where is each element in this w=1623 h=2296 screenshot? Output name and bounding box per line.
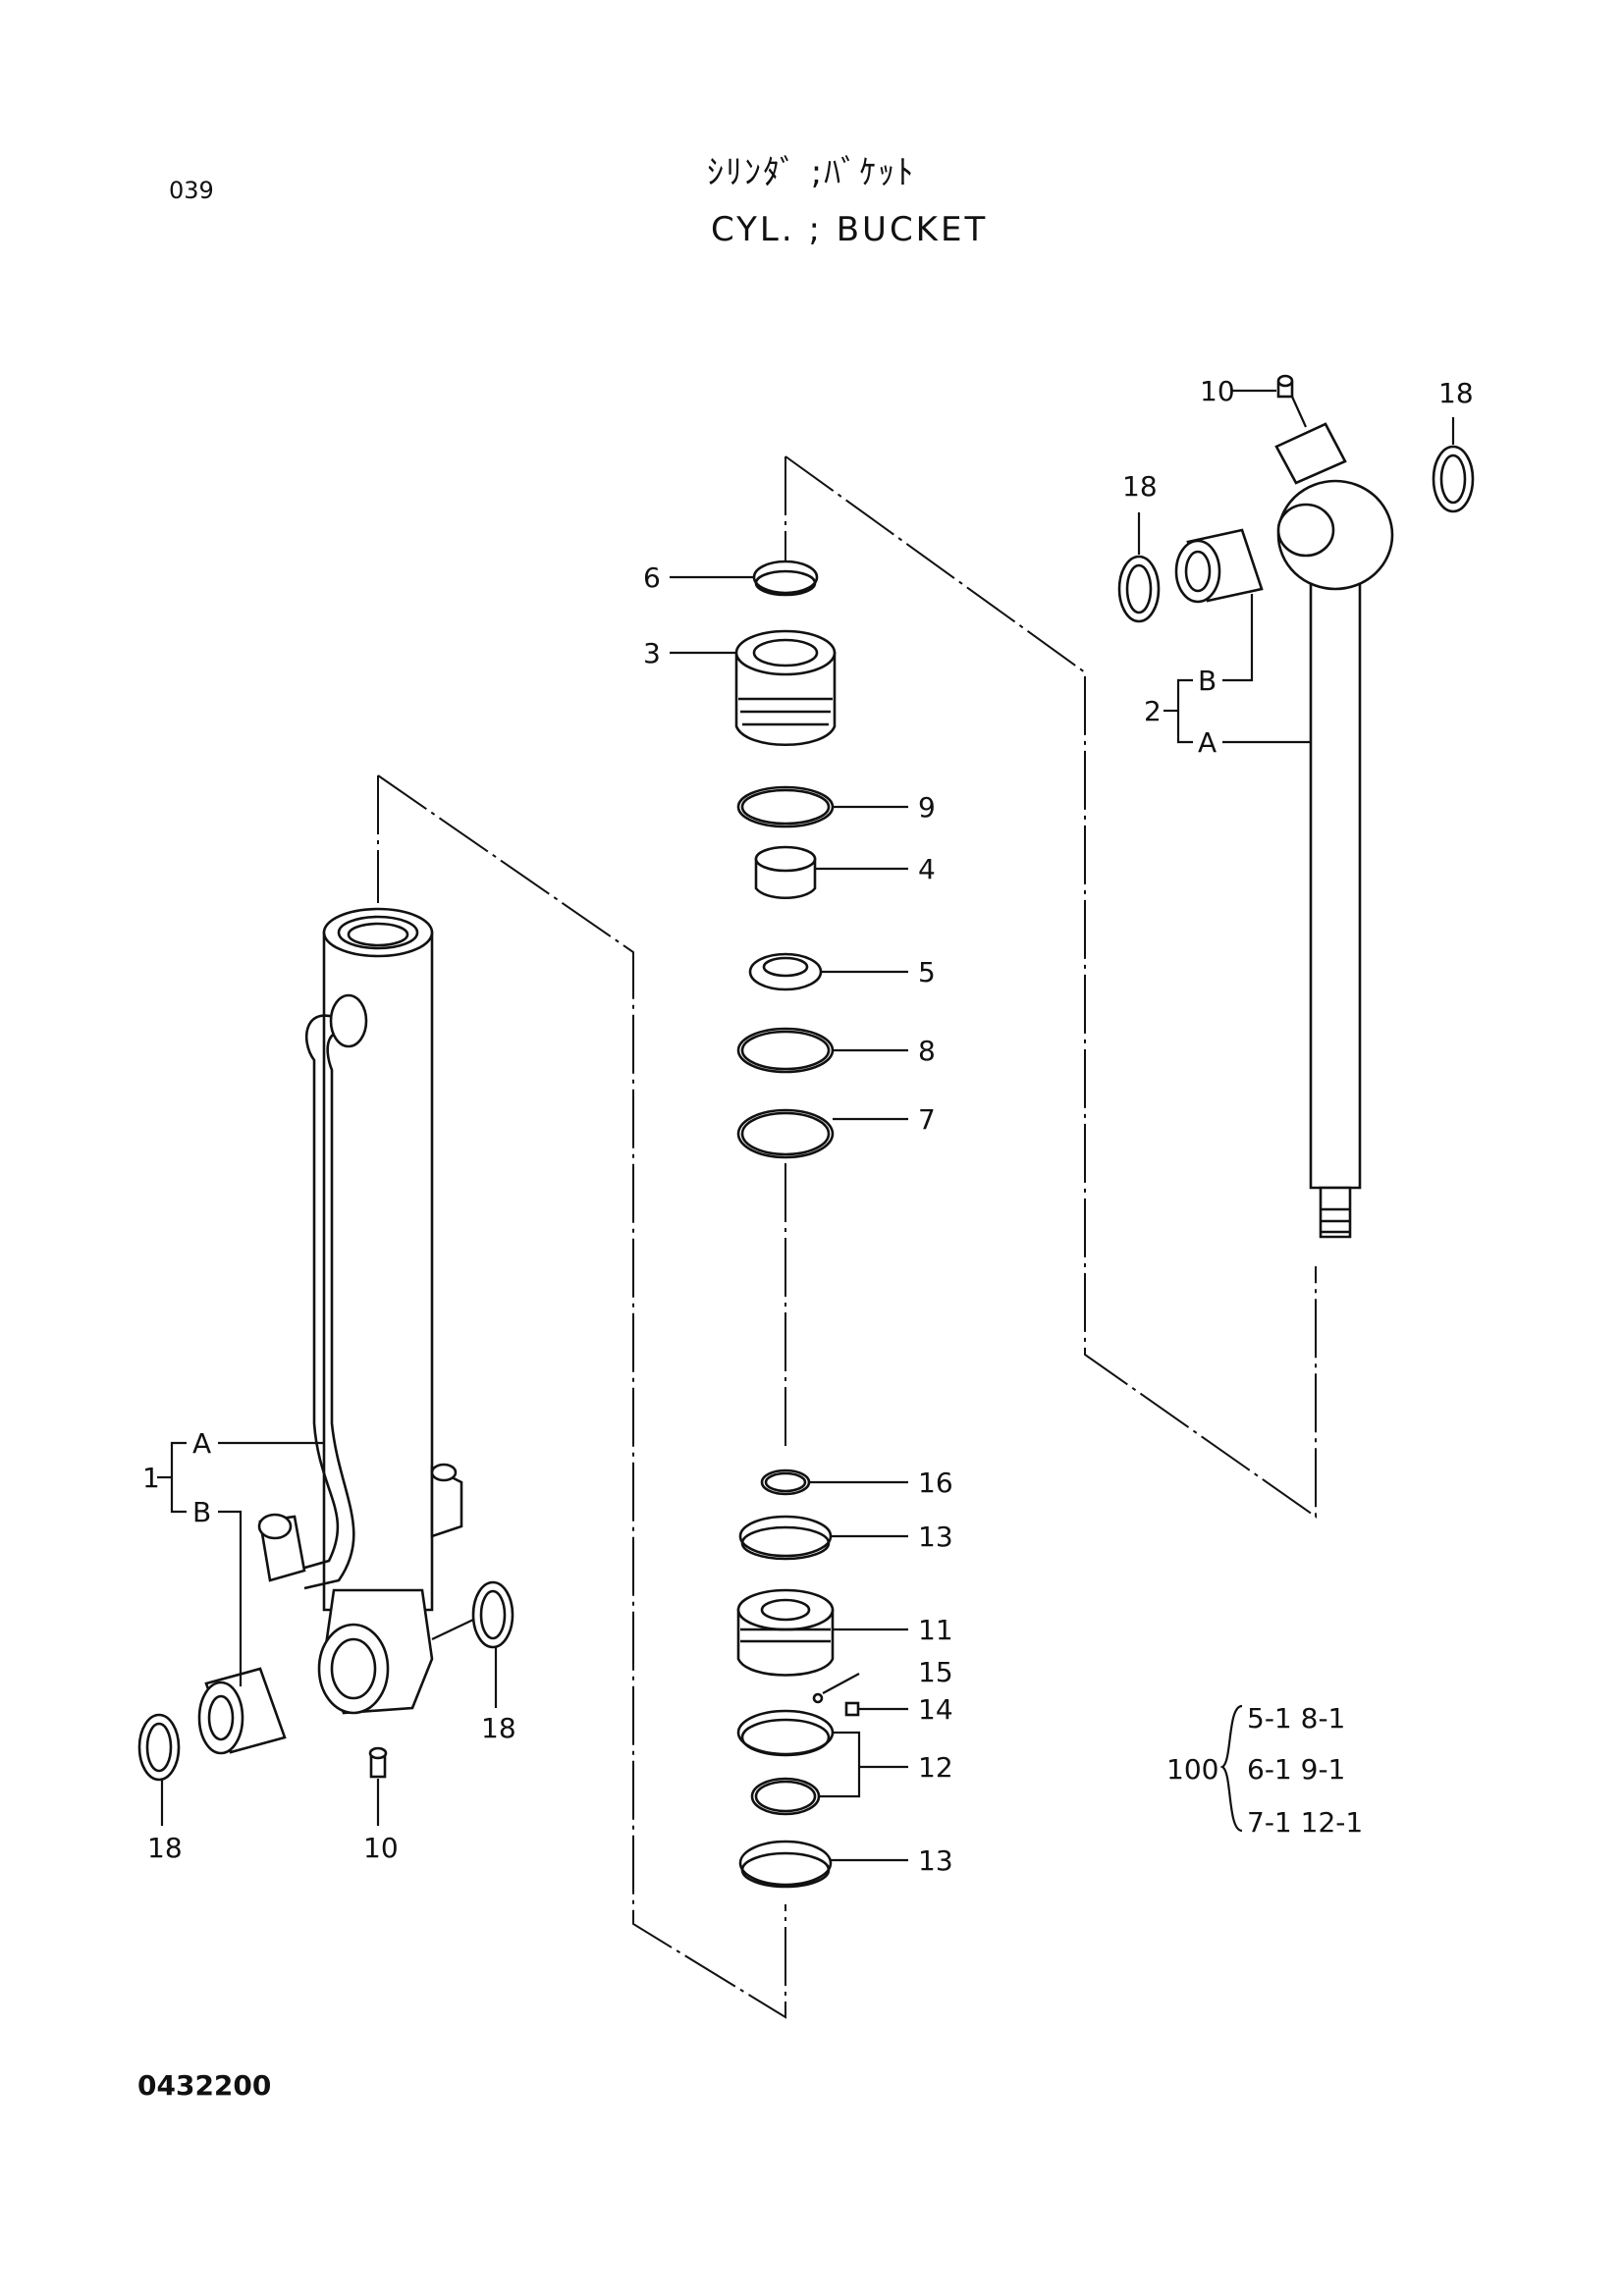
callout-2b: B (1198, 665, 1217, 697)
part-5-seal (748, 952, 823, 991)
callout-5: 5 (918, 956, 936, 988)
page-number: 039 (169, 177, 214, 204)
part-13-wear-ring-upper (738, 1515, 833, 1561)
callout-1b: B (192, 1496, 211, 1528)
title-japanese: ｼﾘﾝﾀﾞ ;ﾊﾞｹｯﾄ (707, 153, 916, 192)
callout-2a: A (1198, 726, 1217, 759)
assembly-phantom-lines (377, 455, 1317, 2019)
callout-7: 7 (918, 1103, 936, 1136)
part-12-seal-set (736, 1709, 835, 1816)
callout-1: 1 (142, 1462, 160, 1494)
callout-12: 12 (918, 1751, 953, 1784)
callout-11: 11 (918, 1614, 953, 1646)
callout-16: 16 (918, 1467, 953, 1499)
callout-10-right: 10 (1200, 375, 1235, 407)
part-16-ring (760, 1468, 811, 1496)
callout-3: 3 (643, 637, 661, 669)
seal-kit-row-3: 7-1 12-1 (1247, 1806, 1363, 1839)
cylinder-tube (257, 907, 463, 1715)
callout-8: 8 (918, 1035, 936, 1067)
seal-ring-left (137, 1713, 181, 1782)
callout-18-rod-left: 18 (1122, 470, 1158, 503)
callout-14: 14 (918, 1693, 953, 1726)
callout-18-middle: 18 (481, 1712, 516, 1744)
callout-13-lower: 13 (918, 1844, 953, 1877)
document-code: 0432200 (137, 2069, 272, 2102)
callout-18-left: 18 (147, 1832, 183, 1864)
seal-ring-rod-right (1432, 445, 1475, 513)
part-9-o-ring (736, 785, 835, 828)
callout-15: 15 (918, 1656, 953, 1688)
leader-lines (157, 389, 1455, 1862)
callout-18-rod-right: 18 (1438, 377, 1474, 409)
left-bushing (197, 1667, 287, 1755)
callout-1a: A (192, 1427, 211, 1460)
seal-ring-rod-left (1117, 555, 1161, 623)
part-13-wear-ring-lower (738, 1840, 833, 1889)
title-english: CYL. ; BUCKET (711, 210, 989, 249)
callout-9: 9 (918, 791, 936, 824)
grease-fitting-left (368, 1746, 388, 1779)
part-3-rod-cover (734, 629, 837, 747)
seal-kit-row-2: 6-1 9-1 (1247, 1753, 1345, 1786)
part-4-bushing (754, 845, 817, 899)
callout-2: 2 (1144, 695, 1162, 727)
callout-labels: 6 3 9 4 5 8 7 16 13 11 15 14 12 13 1 A B… (142, 375, 1474, 1877)
seal-ring-middle (471, 1580, 514, 1649)
rod-bushing (1174, 528, 1264, 604)
callout-10-left: 10 (363, 1832, 399, 1864)
callout-4: 4 (918, 853, 936, 885)
part-6-wiper (752, 560, 819, 597)
part-7-backup-ring (736, 1108, 835, 1159)
seal-kit-row-1: 5-1 8-1 (1247, 1702, 1345, 1735)
part-15-ball (812, 1692, 824, 1704)
part-14-set-screw (844, 1701, 860, 1717)
callout-13-upper: 13 (918, 1521, 953, 1553)
grease-fitting-right (1276, 374, 1294, 399)
seal-kit-number: 100 (1166, 1753, 1218, 1786)
callout-6: 6 (643, 561, 661, 594)
part-11-piston (736, 1588, 835, 1677)
part-8-o-ring (736, 1027, 835, 1074)
piston-rod (1274, 422, 1394, 1239)
